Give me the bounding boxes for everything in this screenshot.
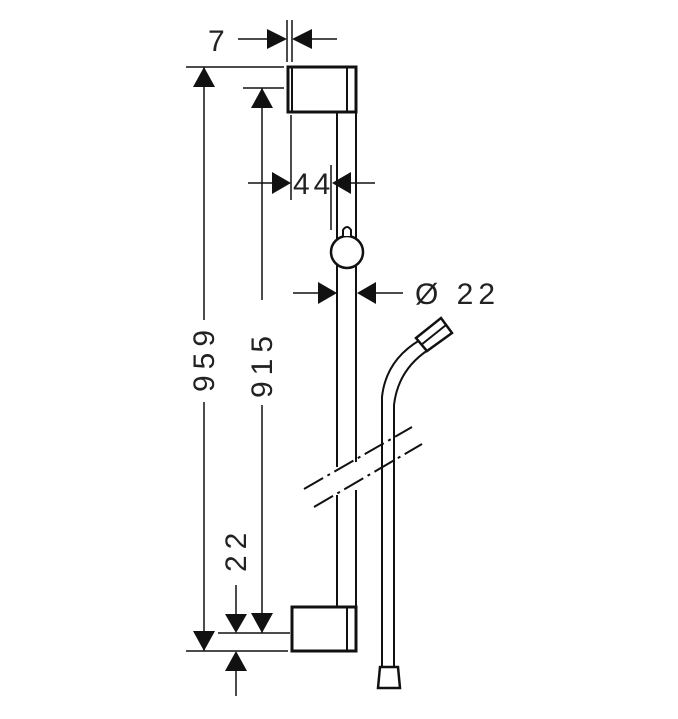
break-lines (303, 426, 423, 508)
dimension-915: 915 (218, 87, 290, 634)
dimension-44: 44 (248, 115, 375, 230)
dimension-bottom-22: 22 (220, 527, 253, 696)
slider-knob (329, 226, 365, 270)
top-bracket (286, 65, 358, 114)
dimension-label-7: 7 (208, 25, 231, 58)
dimension-label-bottom-22: 22 (220, 527, 253, 572)
bottom-bracket (290, 605, 358, 653)
dimension-label-44: 44 (293, 168, 334, 201)
slide-rod (336, 112, 357, 607)
dimension-959: 959 (186, 66, 288, 652)
dimension-label-959: 959 (188, 324, 221, 392)
dimension-label-915: 915 (246, 330, 279, 398)
shower-hose (376, 316, 454, 690)
dimension-label-diameter-22: Ø 22 (415, 278, 500, 311)
dimension-diameter-22: Ø 22 (293, 278, 500, 311)
dimension-7: 7 (208, 20, 337, 62)
